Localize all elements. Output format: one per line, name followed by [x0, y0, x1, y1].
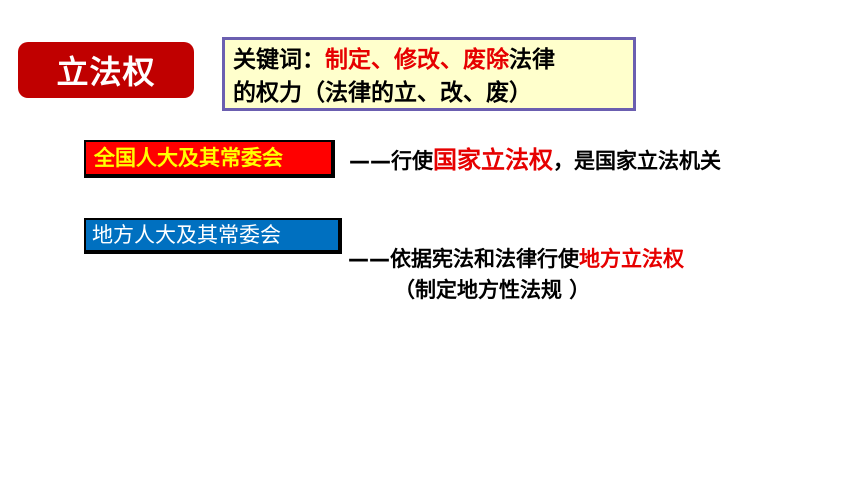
local-description: ——依据宪法和法律行使地方立法权: [348, 244, 684, 274]
national-desc-highlight: 国家立法权: [433, 146, 553, 174]
keyword-box: 关键词：制定、修改、废除法律 的权力（法律的立、改、废）: [222, 37, 636, 111]
local-desc-prefix: ——依据宪法和法律行使: [348, 247, 579, 271]
keyword-suffix: 法律: [509, 47, 555, 73]
national-desc-prefix: ——行使: [349, 149, 433, 173]
local-note: （制定地方性法规 ）: [394, 278, 591, 302]
keyword-line-1: 关键词：制定、修改、废除法律: [233, 44, 625, 77]
national-congress-label: 全国人大及其常委会: [84, 140, 335, 178]
keyword-prefix: 关键词：: [233, 47, 325, 73]
local-desc-highlight: 地方立法权: [579, 247, 684, 271]
keyword-highlight: 制定、修改、废除: [325, 47, 509, 73]
national-desc-suffix: ，是国家立法机关: [553, 149, 721, 173]
keyword-line-2: 的权力（法律的立、改、废）: [233, 80, 532, 106]
local-congress-label: 地方人大及其常委会: [84, 218, 342, 254]
national-description: ——行使国家立法权，是国家立法机关: [349, 145, 721, 176]
page-title: 立法权: [18, 42, 194, 98]
